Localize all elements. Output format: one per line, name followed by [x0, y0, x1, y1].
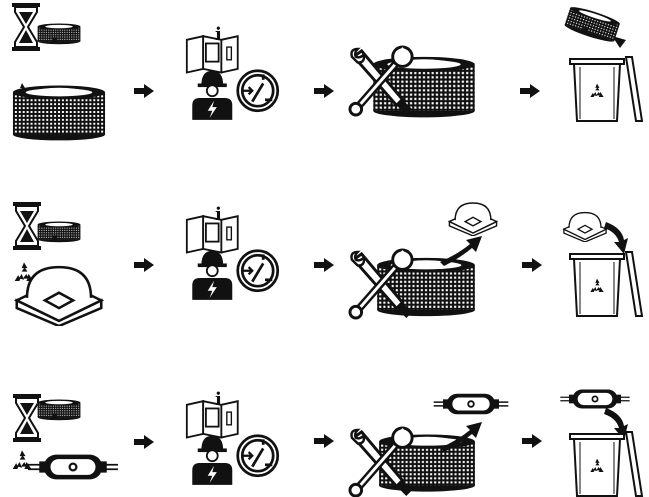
hourglass-icon: [11, 3, 41, 51]
step-disassemble: [350, 393, 510, 496]
arrow-icon: [314, 84, 334, 98]
drop-arrow-icon: [612, 36, 626, 48]
step-electrician-disconnect: i: [185, 204, 280, 302]
step-dispose: [563, 211, 642, 316]
led-chip-icon: [448, 202, 498, 236]
step-disassemble: [350, 47, 476, 119]
step-dispose: [563, 4, 642, 121]
arrow-icon: [520, 84, 540, 98]
step-electrician-disconnect: i: [185, 24, 280, 122]
manual-info-badge: i: [215, 24, 222, 45]
arrow-icon: [522, 434, 542, 448]
led-reel-small-icon: [37, 399, 81, 421]
step-electrician-disconnect: i: [185, 389, 280, 487]
row-connector: i: [12, 388, 642, 496]
connector-icon: [28, 453, 118, 481]
step-dispose: [560, 388, 642, 496]
arrow-icon: [522, 258, 542, 272]
recycle-bin-icon: [570, 252, 642, 316]
led-reel-small-icon: [37, 23, 81, 45]
row-led-chip: i: [12, 202, 642, 326]
drop-arrow-icon: [604, 408, 628, 440]
manual-info-badge: i: [215, 204, 222, 225]
arrow-icon: [134, 84, 154, 98]
electrician-disconnect-icon: [185, 399, 280, 487]
lift-arrow-icon: [440, 236, 482, 266]
electrician-disconnect-icon: [185, 214, 280, 302]
drop-arrow-icon: [604, 222, 628, 254]
step-shelf-life-connector: [12, 394, 118, 481]
step-disassemble: [350, 202, 498, 318]
recycle-bin-icon: [570, 432, 642, 496]
led-chip-icon: [563, 211, 607, 242]
step-shelf-life-chip: [12, 202, 103, 326]
led-reel-small-icon: [37, 221, 81, 243]
hourglass-icon: [12, 202, 42, 250]
recycle-bin-icon: [570, 57, 642, 121]
recycle-icon: [12, 450, 32, 469]
connector-icon: [432, 393, 510, 415]
led-reel-large-icon: [12, 84, 106, 142]
arrow-icon: [134, 435, 154, 449]
hourglass-icon: [12, 394, 42, 442]
connector-icon: [560, 388, 630, 410]
arrow-icon: [314, 258, 334, 272]
row-led-strip-reel: i: [11, 3, 642, 142]
arrow-icon: [134, 258, 154, 272]
step-shelf-life-reel: [11, 3, 106, 142]
arrow-icon: [314, 434, 334, 448]
led-reel-tilted-icon: [563, 4, 621, 45]
manual-info-badge: i: [215, 389, 222, 410]
electrician-disconnect-icon: [185, 34, 280, 122]
lift-arrow-icon: [440, 422, 482, 452]
